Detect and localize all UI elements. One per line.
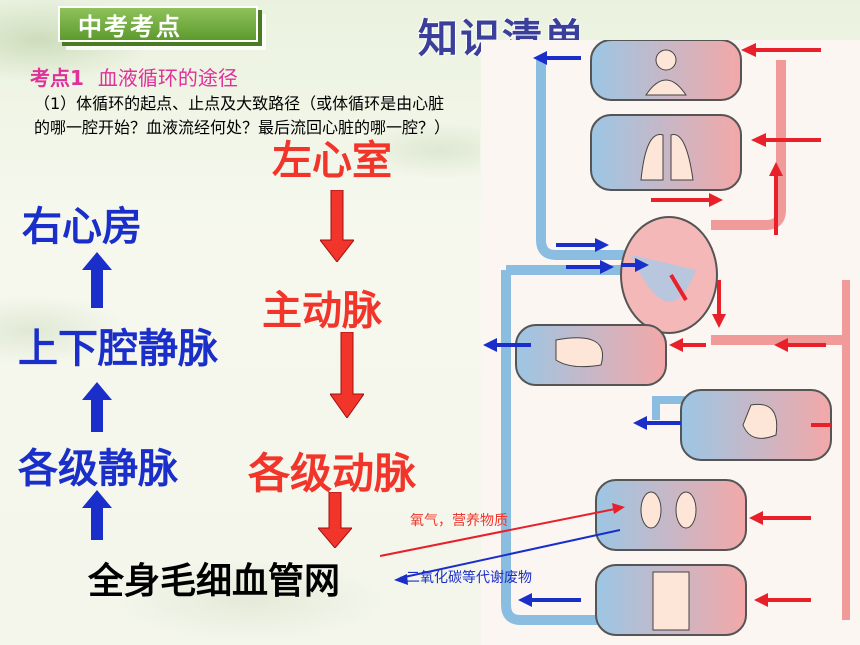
exam-point-badge: 中考考点 [58, 6, 258, 42]
left-ventricle-label: 左心室 [272, 138, 392, 184]
oxygen-nutrients-note: 氧气，营养物质 [410, 513, 508, 529]
kidney-organ-box [595, 479, 747, 551]
capillary-network-label: 全身毛细血管网 [88, 561, 341, 602]
background-foliage [0, 0, 480, 645]
exchange-lines [380, 503, 625, 585]
aorta-label: 主动脉 [262, 288, 382, 334]
vena-cava-label: 上下腔静脉 [18, 326, 218, 372]
veins-label: 各级静脉 [18, 446, 178, 492]
right-atrium-label: 右心房 [22, 204, 142, 250]
down-arrow-icon [330, 332, 364, 418]
up-arrow-icon [82, 382, 112, 432]
topic-heading: 考点1 血液循环的途径 [30, 62, 238, 91]
down-arrow-icon [320, 190, 354, 262]
down-arrow-icon [318, 492, 352, 548]
arteries-label: 各级动脉 [248, 449, 417, 498]
question-text: （1）体循环的起点、止点及大致路径（或体循环是由心脏的哪一腔开始？血液流经何处？… [34, 94, 451, 137]
co2-waste-note: 二氧化碳等代谢废物 [406, 570, 532, 586]
up-arrow-icon [82, 252, 112, 308]
circulation-diagram [481, 40, 860, 645]
topic-title: 血液循环的途径 [97, 66, 238, 90]
lung-organ-box [590, 114, 742, 191]
up-arrow-icon [82, 490, 112, 540]
topic-number: 考点1 [30, 66, 84, 90]
